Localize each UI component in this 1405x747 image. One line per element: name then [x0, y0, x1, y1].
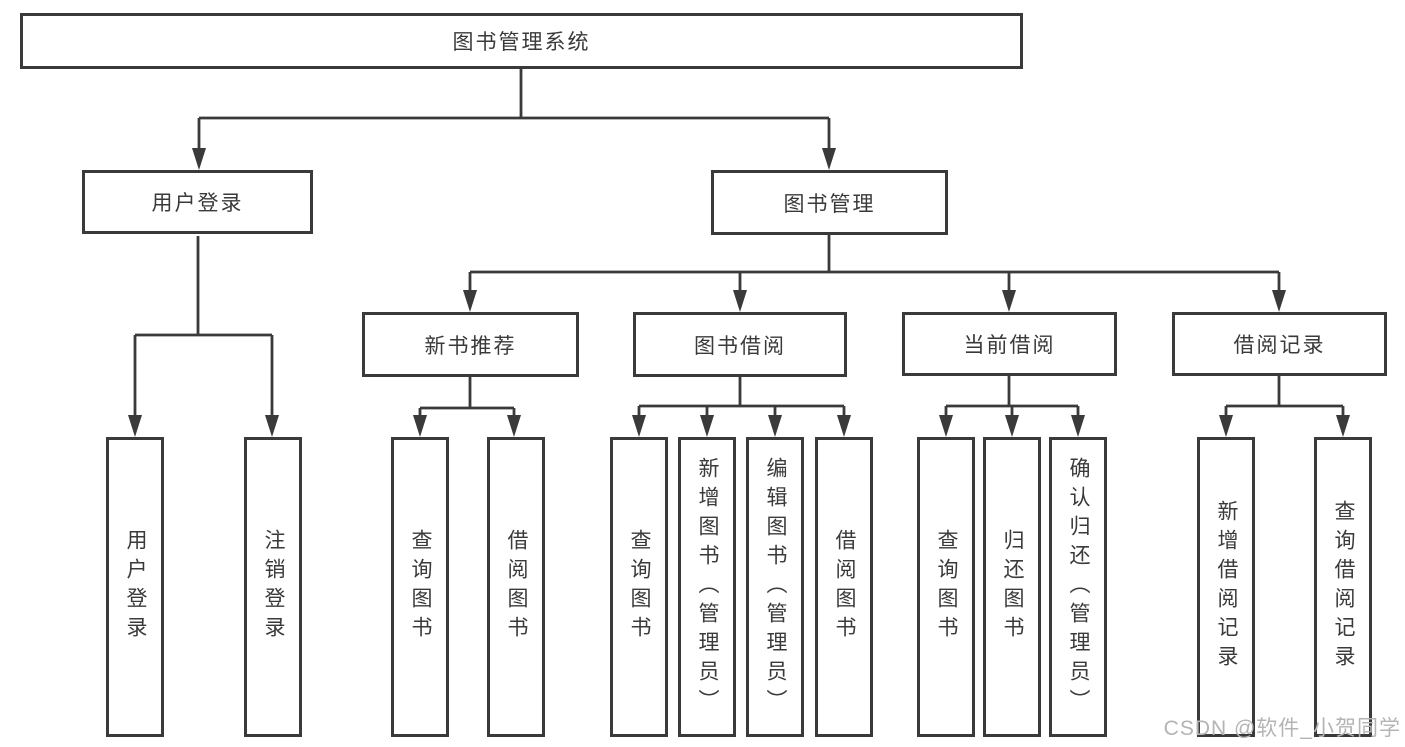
leaf-logout: 注销登录 [244, 437, 302, 737]
leaf-query-books-1: 查询图书 [391, 437, 449, 737]
leaf-query-books-2: 查询图书 [610, 437, 668, 737]
arrowhead [128, 415, 142, 437]
leaf-borrow-books-1: 借阅图书 [487, 437, 545, 737]
leaf-edit-books-admin: 编辑图书（管理员） [746, 437, 804, 737]
node-book-management: 图书管理 [711, 170, 948, 235]
arrowhead [1219, 415, 1233, 437]
leaf-return-books: 归还图书 [983, 437, 1041, 737]
arrowhead [700, 415, 714, 437]
arrowhead [192, 148, 206, 170]
node-current-borrowing: 当前借阅 [902, 312, 1117, 376]
leaf-borrow-books-2: 借阅图书 [815, 437, 873, 737]
arrowhead [265, 415, 279, 437]
arrowhead [632, 415, 646, 437]
arrowhead [507, 415, 521, 437]
node-borrow-records: 借阅记录 [1172, 312, 1387, 376]
leaf-add-books-admin: 新增图书（管理员） [678, 437, 736, 737]
arrowhead [1002, 290, 1016, 312]
node-new-book-recommend: 新书推荐 [362, 312, 579, 377]
arrowhead [768, 415, 782, 437]
arrowheads [128, 148, 1350, 437]
arrowhead [822, 148, 836, 170]
node-book-borrowing: 图书借阅 [633, 312, 847, 377]
arrowhead [1005, 415, 1019, 437]
leaf-confirm-return-admin: 确认归还（管理员） [1049, 437, 1107, 737]
leaf-user-login: 用户登录 [106, 437, 164, 737]
arrowhead [413, 415, 427, 437]
node-user-login: 用户登录 [82, 170, 313, 234]
node-library-management-system: 图书管理系统 [20, 13, 1023, 69]
leaf-query-borrow-record: 查询借阅记录 [1314, 437, 1372, 737]
arrowhead [733, 290, 747, 312]
connector-lines [133, 69, 1345, 419]
csdn-watermark: CSDN @软件_小贺同学 [1163, 717, 1401, 740]
arrowhead [837, 415, 851, 437]
arrowhead [1071, 415, 1085, 437]
leaf-query-books-3: 查询图书 [917, 437, 975, 737]
arrowhead [1272, 290, 1286, 312]
leaf-add-borrow-record: 新增借阅记录 [1197, 437, 1255, 737]
arrowhead [1336, 415, 1350, 437]
arrowhead [939, 415, 953, 437]
arrowhead [463, 290, 477, 312]
